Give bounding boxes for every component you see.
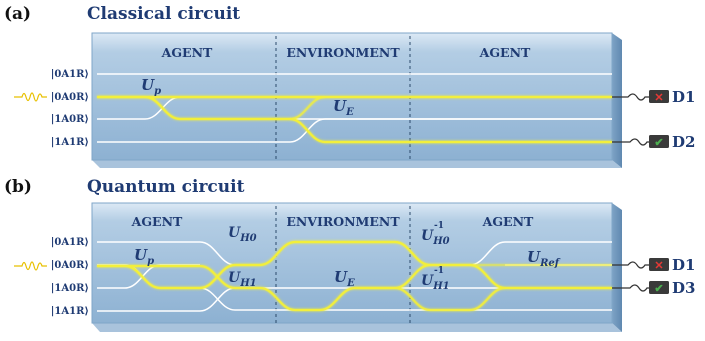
panel-a-slab-bottom (92, 160, 622, 168)
panel-a-photon-path-3 (289, 95, 326, 121)
panel-a-title: Classical circuit (87, 4, 241, 24)
panel-b-photon-path-4 (355, 286, 506, 312)
panel-b-slab-bottom (92, 323, 622, 332)
panel-a-state-1: |0A1R⟩ (51, 69, 89, 80)
gate-uh0-inv-base: UH0 (421, 228, 450, 247)
detector-d1-box (649, 90, 669, 103)
check-icon: ✔ (654, 136, 663, 149)
panel-b-section-1: AGENT (131, 214, 183, 229)
cross-icon: ✕ (654, 259, 663, 272)
panel-a-detector-d2: ✔ D2 (649, 133, 695, 151)
panel-b-slab (91, 202, 613, 324)
gate-uh1-inv-sup: -1 (434, 266, 444, 276)
detector-d2-label: D2 (672, 133, 695, 151)
panel-b-gate-uh1-inv: UH1 -1 (421, 266, 450, 292)
panel-a-input-pulse (14, 92, 47, 102)
check-icon: ✔ (654, 282, 663, 295)
panel-b-gate-uh0-inv: UH0 -1 (421, 221, 450, 247)
panel-b-gate-ue: UE (334, 268, 355, 289)
panel-b-gate-uh1: UH1 (228, 270, 257, 289)
detector-d3-label: D3 (672, 279, 695, 297)
panel-a-gate-up: Up (141, 76, 161, 97)
panel-b: AGENT ENVIRONMENT AGENT |0A1R⟩ |0A0R⟩ |1… (14, 202, 695, 332)
panel-a-photon-path-1 (97, 95, 612, 144)
panel-b-gate-uh0: UH0 (228, 225, 257, 244)
gate-uh1-inv-base: UH1 (421, 273, 450, 292)
panel-b-fiber-1 (612, 261, 649, 269)
panel-b-state-3: |1A0R⟩ (51, 283, 89, 294)
detector-d2-box (649, 135, 669, 148)
panel-b-tag: (b) (4, 177, 32, 197)
panel-b-title: Quantum circuit (87, 177, 245, 197)
panel-b-state-4: |1A1R⟩ (51, 306, 89, 317)
panel-a-state-3: |1A0R⟩ (51, 114, 89, 125)
panel-b-section-2: ENVIRONMENT (286, 214, 400, 229)
gate-uh0-inv-sup: -1 (434, 221, 444, 231)
panel-b-fiber-2 (612, 284, 649, 292)
panel-a-section-2: ENVIRONMENT (286, 45, 400, 60)
panel-a-state-2: |0A0R⟩ (51, 92, 89, 103)
panel-b-section-3: AGENT (482, 214, 534, 229)
panel-a-gate-ue: UE (333, 97, 354, 118)
panel-a-fiber-2 (612, 138, 649, 146)
panel-a-fiber-1 (612, 93, 649, 101)
panel-b-state-1: |0A1R⟩ (51, 237, 89, 248)
panel-b-detector-d1: ✕ D1 (649, 256, 695, 274)
panel-a-tag: (a) (4, 4, 32, 24)
panel-b-state-2: |0A0R⟩ (51, 260, 89, 271)
detector-d1-box (649, 258, 669, 271)
panel-a-section-3: AGENT (479, 45, 531, 60)
panel-b-input-pulse (14, 261, 47, 271)
panel-b-gate-uref: URef (527, 248, 561, 269)
detector-d1-label: D1 (672, 88, 695, 106)
panel-b-gate-up: Up (134, 246, 154, 267)
panel-b-slab-side (612, 203, 622, 332)
panel-a: AGENT ENVIRONMENT AGENT |0A1R⟩ |0A0R⟩ |1… (14, 32, 695, 168)
panel-b-detector-d3: ✔ D3 (649, 279, 695, 297)
panel-a-state-4: |1A1R⟩ (51, 137, 89, 148)
panel-a-section-1: AGENT (161, 45, 213, 60)
cross-icon: ✕ (654, 91, 663, 104)
panel-a-detector-d1: ✕ D1 (649, 88, 695, 106)
panel-a-slab-side (612, 33, 622, 168)
detector-d1-label: D1 (672, 256, 695, 274)
detector-d3-box (649, 281, 669, 294)
